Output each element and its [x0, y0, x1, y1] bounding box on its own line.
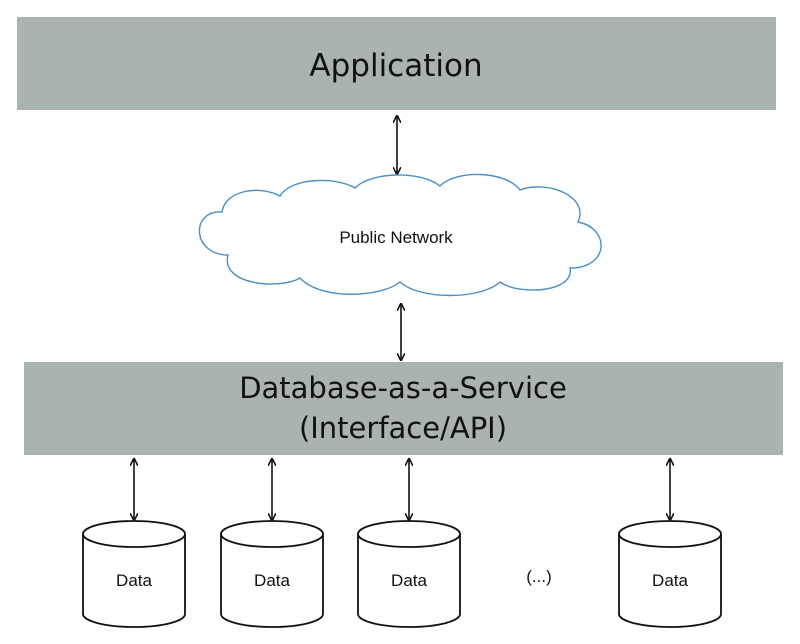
application-label: Application [309, 48, 482, 84]
service-label-line2: (Interface/API) [299, 411, 507, 445]
database-label: Data [254, 571, 290, 590]
cylinder-top [357, 520, 461, 548]
cylinder-top [618, 520, 722, 548]
database-cylinder: Data [357, 520, 461, 628]
ellipsis-label: (...) [526, 567, 552, 586]
cylinder-body [357, 534, 461, 628]
public-network-label: Public Network [339, 228, 453, 247]
database-label: Data [652, 571, 688, 590]
cylinder-body [82, 534, 186, 628]
service-layer: Database-as-a-Service (Interface/API) [24, 362, 783, 455]
database-cylinder: Data [618, 520, 722, 628]
service-bar [24, 362, 783, 455]
application-layer: Application [17, 17, 776, 110]
database-cylinder: Data [82, 520, 186, 628]
service-label-line1: Database-as-a-Service [239, 371, 567, 405]
cloud-shape [198, 173, 602, 297]
database-cylinder: Data [220, 520, 324, 628]
public-network-cloud: Public Network [198, 173, 602, 297]
service-database-arrows [134, 459, 670, 520]
cylinder-top [82, 520, 186, 548]
database-label: Data [116, 571, 152, 590]
cylinder-body [220, 534, 324, 628]
application-bar [17, 17, 776, 110]
cylinder-body [618, 534, 722, 628]
database-label: Data [391, 571, 427, 590]
cylinder-top [220, 520, 324, 548]
